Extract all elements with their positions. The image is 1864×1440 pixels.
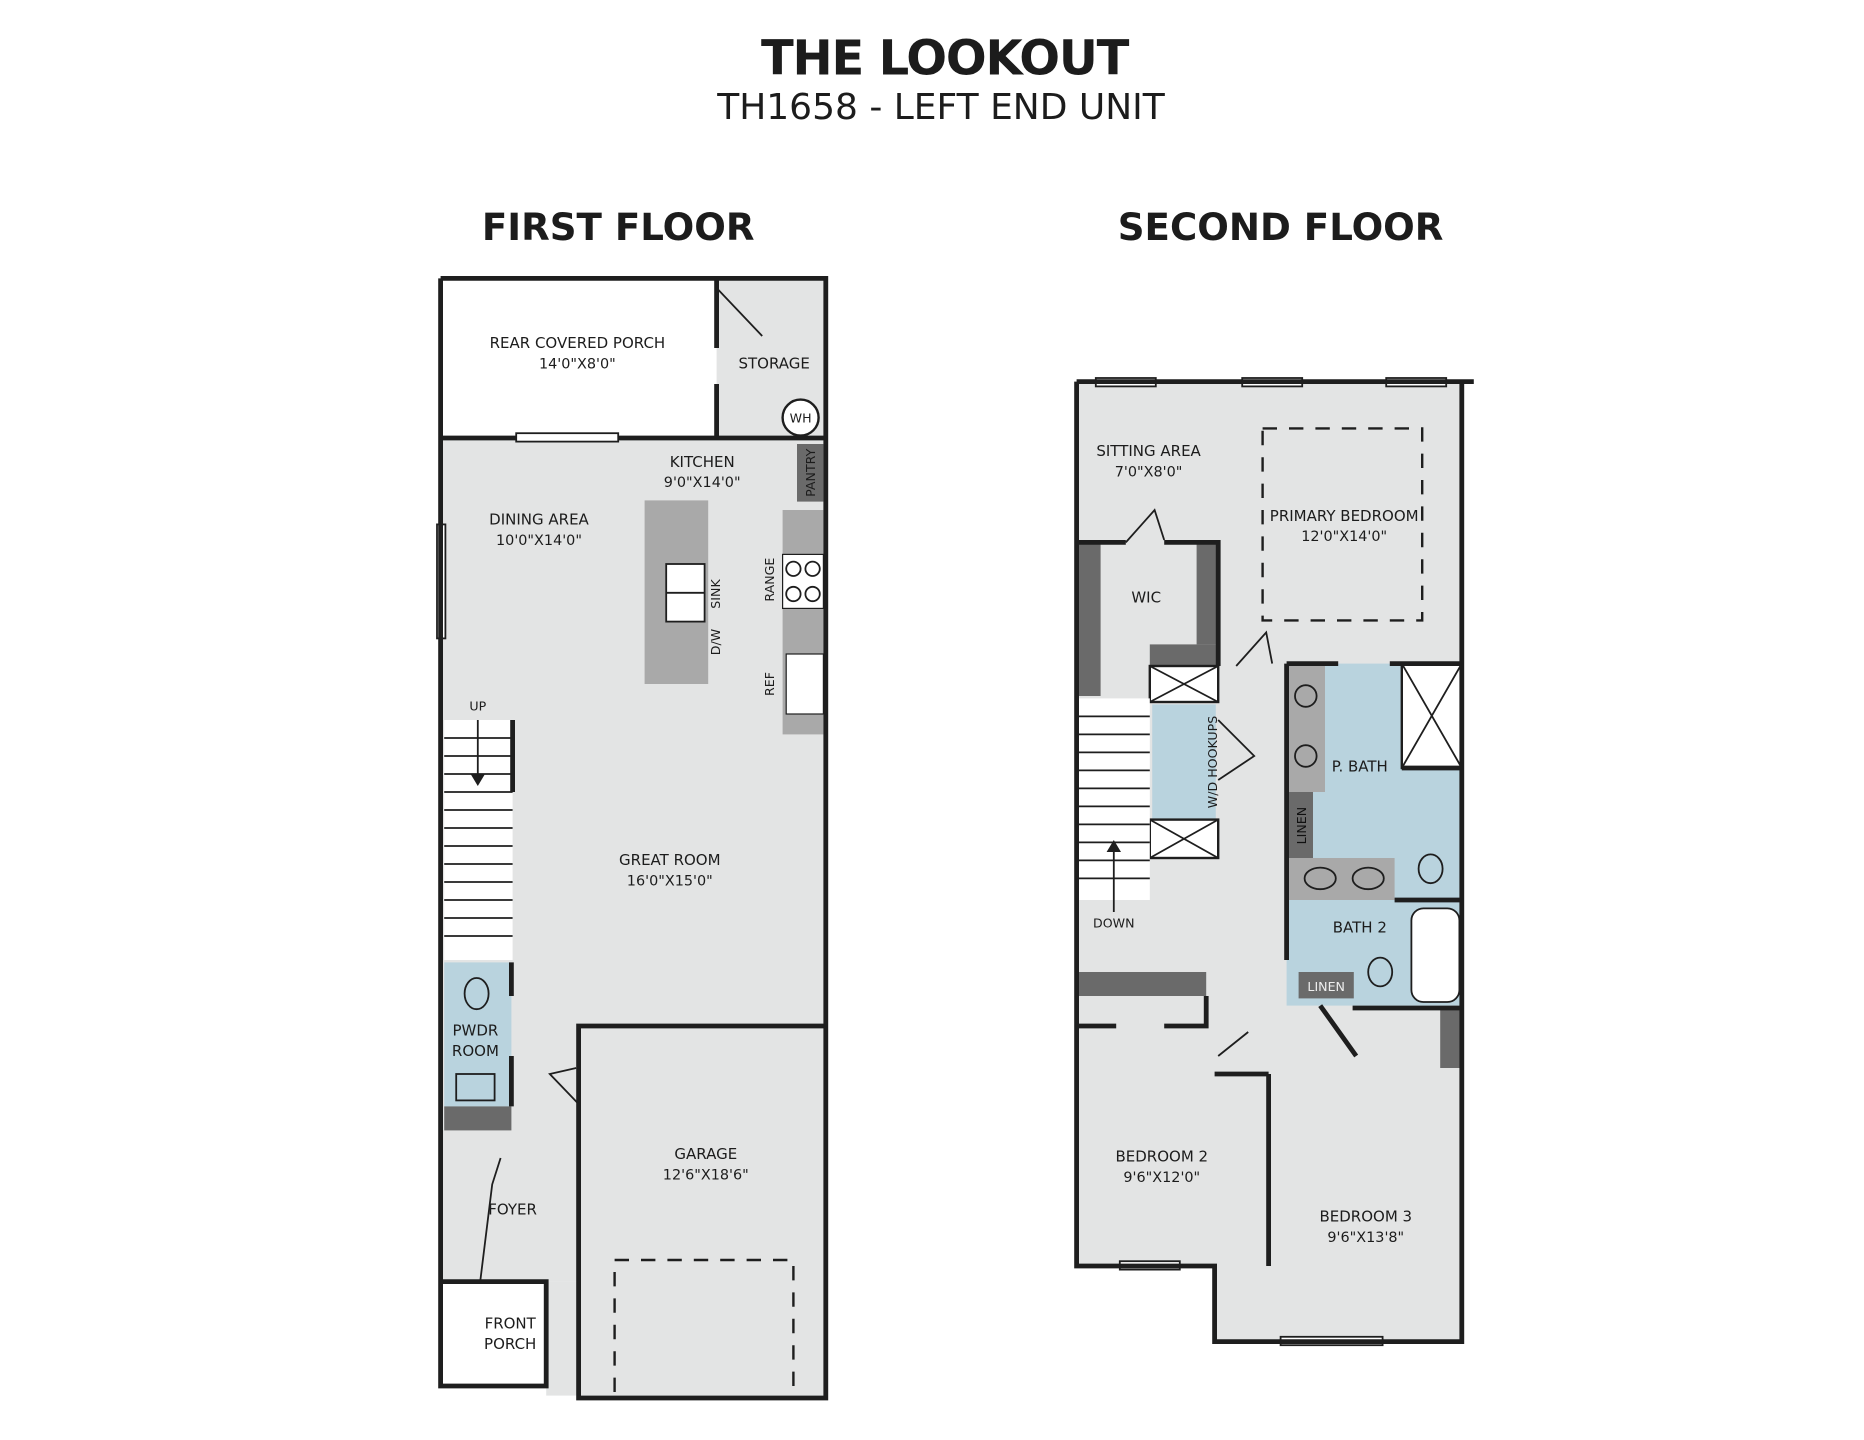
bedroom-2-label: BEDROOM 2 bbox=[1115, 1148, 1208, 1166]
dw-label: D/W bbox=[708, 628, 723, 655]
down-label: DOWN bbox=[1093, 916, 1134, 931]
sitting-dim: 7'0"X8'0" bbox=[1115, 464, 1183, 480]
rear-porch-dim: 14'0"X8'0" bbox=[539, 356, 616, 372]
up-label: UP bbox=[469, 698, 486, 713]
plan-title: THE LOOKOUT bbox=[761, 30, 1130, 86]
bedroom-3-dim: 9'6"X13'8" bbox=[1327, 1230, 1404, 1246]
dining-dim: 10'0"X14'0" bbox=[496, 533, 582, 549]
kitchen-label: KITCHEN bbox=[670, 453, 735, 471]
water-heater-label: WH bbox=[790, 410, 812, 425]
wd-hookups-label: W/D HOOKUPS bbox=[1205, 716, 1220, 808]
powder-label-1: PWDR bbox=[452, 1022, 498, 1040]
foyer-label: FOYER bbox=[488, 1200, 537, 1218]
second-floor: SITTING AREA 7'0"X8'0" PRIMARY BEDROOM 1… bbox=[1074, 377, 1474, 1347]
rear-porch-label: REAR COVERED PORCH bbox=[490, 334, 666, 352]
bedroom-3-label: BEDROOM 3 bbox=[1319, 1208, 1412, 1226]
front-porch-label-2: PORCH bbox=[484, 1335, 536, 1353]
range-label: RANGE bbox=[762, 558, 777, 602]
plan-subtitle: TH1658 - LEFT END UNIT bbox=[716, 87, 1166, 128]
primary-bedroom-dim: 12'0"X14'0" bbox=[1301, 529, 1387, 545]
garage-label: GARAGE bbox=[674, 1145, 737, 1163]
bath-2-label: BATH 2 bbox=[1333, 918, 1387, 936]
linen-1-label: LINEN bbox=[1294, 807, 1309, 845]
sitting-label: SITTING AREA bbox=[1096, 442, 1201, 460]
pantry bbox=[797, 444, 824, 502]
linen-2-label: LINEN bbox=[1307, 979, 1345, 994]
great-room-dim: 16'0"X15'0" bbox=[627, 874, 713, 890]
powder-label-2: ROOM bbox=[452, 1042, 499, 1060]
great-room-label: GREAT ROOM bbox=[619, 851, 721, 869]
bedroom-2-dim: 9'6"X12'0" bbox=[1123, 1170, 1200, 1186]
primary-bedroom-label: PRIMARY BEDROOM bbox=[1270, 507, 1419, 525]
front-porch-label-1: FRONT bbox=[485, 1314, 537, 1332]
wic-label: WIC bbox=[1131, 588, 1161, 606]
primary-bath-label: P. BATH bbox=[1332, 758, 1388, 776]
stairs-up bbox=[444, 720, 513, 960]
kitchen-dim: 9'0"X14'0" bbox=[664, 475, 741, 491]
pantry-label: PANTRY bbox=[803, 448, 818, 496]
storage-label: STORAGE bbox=[738, 354, 809, 372]
dining-label: DINING AREA bbox=[489, 510, 589, 528]
first-floor-heading: FIRST FLOOR bbox=[482, 205, 755, 249]
garage-dim: 12'6"X18'6" bbox=[663, 1168, 749, 1184]
first-floor: REAR COVERED PORCH 14'0"X8'0" STORAGE WH… bbox=[436, 276, 829, 1401]
second-floor-heading: SECOND FLOOR bbox=[1118, 205, 1444, 249]
ref-label: REF bbox=[762, 672, 777, 696]
sink-label: SINK bbox=[708, 579, 723, 609]
stairs-down bbox=[1076, 698, 1150, 912]
